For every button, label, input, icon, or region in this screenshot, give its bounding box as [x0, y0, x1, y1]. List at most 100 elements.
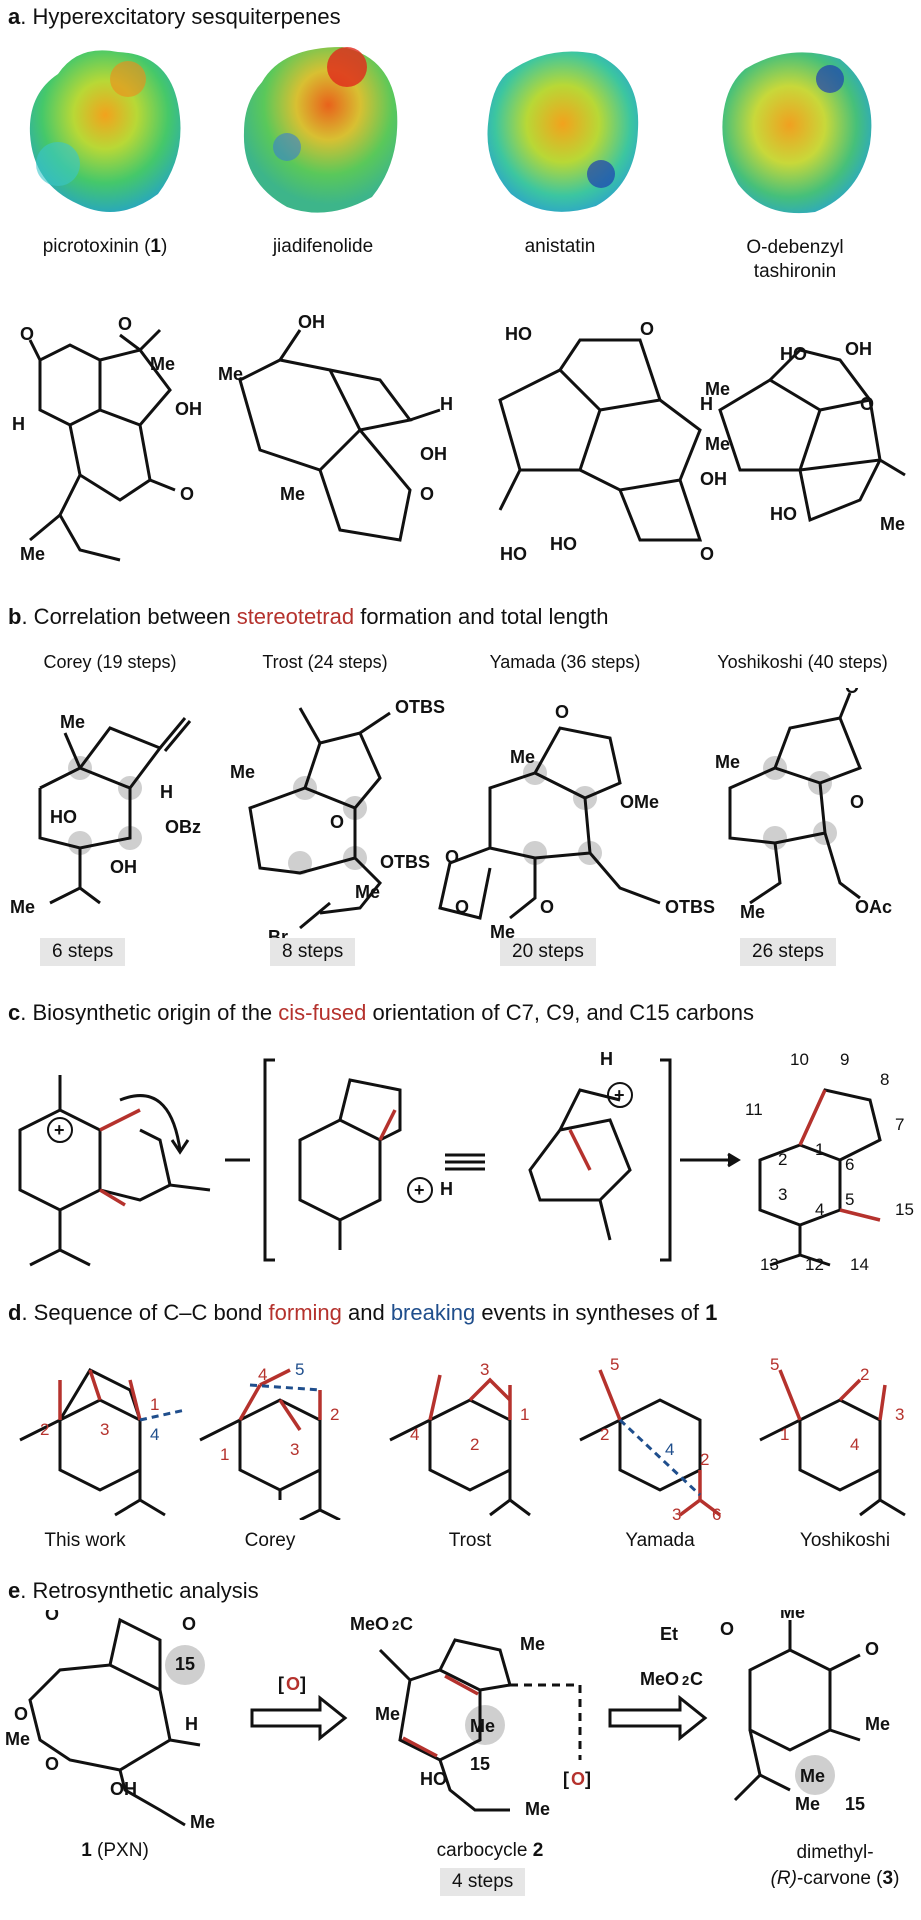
svg-text:Me: Me [218, 364, 243, 384]
svg-text:Me: Me [865, 1714, 890, 1734]
compound-label-picrotoxinin: picrotoxinin (1) [42, 236, 168, 257]
svg-text:Me: Me [705, 379, 730, 399]
svg-text:Me: Me [280, 484, 305, 504]
svg-text:O: O [180, 484, 194, 504]
svg-text:O: O [20, 324, 34, 344]
svg-text:3: 3 [778, 1185, 787, 1204]
svg-text:1: 1 [220, 1445, 229, 1464]
svg-text:]: ] [300, 1674, 306, 1694]
svg-text:2: 2 [778, 1150, 787, 1169]
svg-text:Me: Me [355, 882, 380, 902]
route-steps-yoshikoshi: 26 steps [740, 938, 836, 966]
svg-text:O: O [640, 319, 654, 339]
route-steps-yamada: 20 steps [500, 938, 596, 966]
section-e-title: e. Retrosynthetic analysis [8, 1578, 259, 1603]
svg-text:OMe: OMe [620, 792, 659, 812]
svg-text:Me: Me [740, 902, 765, 922]
svg-text:15: 15 [175, 1654, 195, 1674]
svg-text:Me: Me [375, 1704, 400, 1724]
svg-text:Me: Me [60, 712, 85, 732]
svg-text:2: 2 [40, 1420, 49, 1439]
svg-text:O: O [860, 394, 874, 414]
svg-text:H: H [440, 394, 453, 414]
svg-text:Me: Me [10, 897, 35, 917]
svg-text:Me: Me [5, 1729, 30, 1749]
svg-text:Me: Me [705, 434, 730, 454]
svg-text:7: 7 [895, 1115, 904, 1134]
svg-text:OH: OH [110, 1779, 137, 1799]
svg-text:15: 15 [895, 1200, 914, 1219]
svg-text:Me: Me [525, 1799, 550, 1819]
svg-text:HO: HO [770, 504, 797, 524]
svg-text:Me: Me [150, 354, 175, 374]
route-author-corey: Corey (19 steps) [43, 652, 177, 672]
svg-text:Me: Me [880, 514, 905, 534]
svg-text:5: 5 [770, 1355, 779, 1374]
section-d-title: d. Sequence of C–C bond forming and brea… [8, 1300, 718, 1325]
svg-text:H: H [12, 414, 25, 434]
svg-text:H: H [440, 1179, 453, 1199]
picrotoxinin-surface-image [29, 50, 181, 212]
svg-text:Et: Et [660, 1624, 678, 1644]
skeleton-label-yamada: Yamada [625, 1530, 695, 1551]
svg-text:HO: HO [505, 324, 532, 344]
svg-text:2: 2 [330, 1405, 339, 1424]
svg-text:Me: Me [230, 762, 255, 782]
svg-text:2: 2 [600, 1425, 609, 1444]
svg-text:]: ] [585, 1769, 591, 1789]
svg-text:OAc: OAc [855, 897, 892, 917]
svg-text:MeO: MeO [350, 1614, 389, 1634]
svg-text:OH: OH [700, 469, 727, 489]
svg-text:4: 4 [150, 1425, 159, 1444]
svg-text:15: 15 [845, 1794, 865, 1814]
route-author-yoshikoshi: Yoshikoshi (40 steps) [717, 652, 888, 672]
svg-text:10: 10 [790, 1050, 809, 1069]
svg-text:O: O [865, 1639, 879, 1659]
svg-text:Me: Me [490, 922, 515, 938]
svg-text:C: C [690, 1669, 703, 1689]
svg-text:Me: Me [20, 544, 45, 564]
svg-text:4: 4 [258, 1365, 267, 1384]
svg-text:O: O [720, 1619, 734, 1639]
svg-text:[: [ [278, 1674, 284, 1694]
svg-text:HO: HO [500, 544, 527, 564]
svg-text:O: O [845, 688, 859, 697]
svg-text:5: 5 [610, 1355, 619, 1374]
svg-text:1: 1 [150, 1395, 159, 1414]
svg-text:H: H [700, 394, 713, 414]
svg-text:4: 4 [665, 1440, 674, 1459]
svg-text:Me: Me [780, 1610, 805, 1622]
svg-text:HO: HO [780, 344, 807, 364]
svg-text:Me: Me [190, 1812, 215, 1830]
svg-text:4: 4 [410, 1425, 419, 1444]
section-a-title: a. Hyperexcitatory sesquiterpenes [8, 4, 341, 29]
svg-text:12: 12 [805, 1255, 824, 1270]
svg-text:O: O [286, 1674, 300, 1694]
svg-text:Me: Me [715, 752, 740, 772]
pxn-label: 1 (PXN) [81, 1840, 149, 1861]
svg-text:OH: OH [175, 399, 202, 419]
svg-text:2: 2 [700, 1450, 709, 1469]
skeleton-label-yoshikoshi: Yoshikoshi [799, 1530, 891, 1551]
svg-text:14: 14 [850, 1255, 869, 1270]
svg-text:OTBS: OTBS [665, 897, 715, 917]
svg-text:Me: Me [520, 1634, 545, 1654]
svg-text:3: 3 [100, 1420, 109, 1439]
carbocycle-steps-badge: 4 steps [440, 1868, 526, 1896]
svg-text:O: O [540, 897, 554, 917]
section-b-title: b. Correlation between stereotetrad form… [8, 604, 609, 629]
svg-text:[: [ [563, 1769, 569, 1789]
svg-text:6: 6 [712, 1505, 721, 1520]
svg-text:OTBS: OTBS [380, 852, 430, 872]
svg-text:2: 2 [392, 1618, 399, 1633]
svg-text:2: 2 [470, 1435, 479, 1454]
svg-text:HO: HO [550, 534, 577, 554]
svg-text:5: 5 [845, 1190, 854, 1209]
svg-text:HO: HO [420, 1769, 447, 1789]
svg-text:15: 15 [470, 1754, 490, 1774]
svg-text:Me: Me [800, 1766, 825, 1786]
svg-text:3: 3 [672, 1505, 681, 1520]
